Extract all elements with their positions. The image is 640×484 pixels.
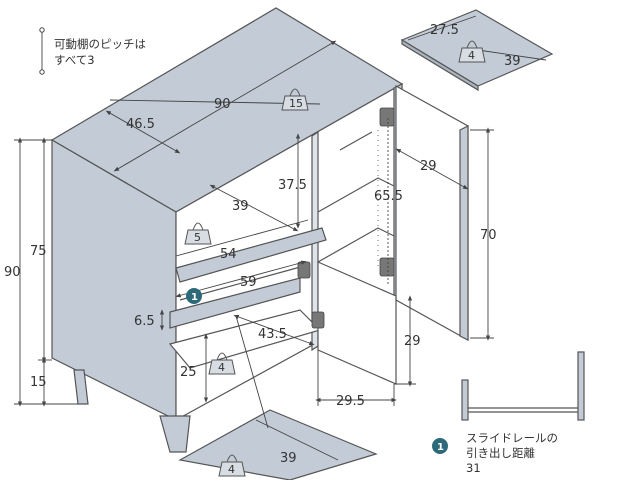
dim-line-bottom-panel <box>255 419 339 461</box>
badge-legend: 1 <box>432 438 448 454</box>
rail-left-post <box>461 379 469 421</box>
label-right-inner: 65.5 <box>374 189 403 204</box>
label-left-body: 75 <box>30 244 47 259</box>
weight-label-bottom: 4 <box>228 463 235 476</box>
label-bottom-panel: 39 <box>280 451 297 466</box>
shelf-board-edge <box>401 38 479 92</box>
hinge-lower-right <box>379 257 395 277</box>
right-shelf-2 <box>317 227 395 263</box>
badge-drawer-number: 1 <box>191 292 198 303</box>
label-left-total: 90 <box>4 265 21 280</box>
leg-left <box>73 369 89 405</box>
rail-note-line2: 引き出し距離 <box>466 446 535 460</box>
dim-line-drawer-inner <box>233 314 315 346</box>
bottom-panel-top <box>178 409 378 481</box>
dim-line-shelf-depth <box>477 49 547 61</box>
legs <box>73 369 191 453</box>
dim-line-drawer-54 <box>175 219 309 257</box>
label-drawer-59: 59 <box>240 275 257 290</box>
badge-legend-number: 1 <box>437 442 444 453</box>
rail-note-value: 31 <box>466 461 481 475</box>
right-shelf-bar <box>339 131 373 151</box>
label-top-depth: 46.5 <box>126 117 155 132</box>
rail-right-post <box>577 351 585 421</box>
weight-icon-bottom <box>218 454 246 477</box>
label-door-height: 70 <box>480 228 497 243</box>
hinge-drawer-left <box>297 261 311 279</box>
dim-line-upper-depth <box>209 184 299 232</box>
weight-icon-shelf <box>458 40 486 63</box>
dim-line-shelf-width <box>407 15 477 41</box>
weight-label-shelf: 4 <box>468 49 475 62</box>
rail-note: スライドレールの 引き出し距離 31 <box>466 431 558 475</box>
label-upper-depth: 39 <box>232 199 249 214</box>
slide-rail-icon <box>461 351 585 421</box>
weight-icon-lower <box>208 352 236 375</box>
weight-icon-top <box>281 88 309 111</box>
pitch-note-dot-bottom <box>39 69 45 75</box>
pitch-note-line2: すべて3 <box>54 53 95 67</box>
right-shelf-1 <box>317 177 395 213</box>
door-inner-face <box>395 84 469 342</box>
label-door-width: 29 <box>420 159 437 174</box>
badge-legend-circle <box>432 438 448 454</box>
hinges <box>297 107 395 329</box>
weight-icon-upper <box>184 222 212 245</box>
weight-icons <box>184 40 486 477</box>
hinge-lower-center <box>311 311 325 329</box>
badge-drawer-circle <box>186 288 202 304</box>
label-shelf-width: 27.5 <box>430 23 459 38</box>
weight-label-top: 15 <box>289 97 303 110</box>
label-drawer-front: 6.5 <box>134 314 155 329</box>
dim-line-top-width-diag <box>113 40 337 172</box>
label-upper-inner: 37.5 <box>278 178 307 193</box>
door-edge <box>459 125 469 341</box>
weight-labels: 15 5 4 4 4 <box>194 49 475 476</box>
dimension-lines <box>14 15 547 461</box>
weight-label-upper: 5 <box>194 231 201 244</box>
badge-drawer: 1 <box>186 288 202 304</box>
label-drawer-54: 54 <box>220 247 237 262</box>
label-lower-inner: 25 <box>180 365 197 380</box>
label-bottom-width: 29.5 <box>336 394 365 409</box>
dimension-labels: 46.5 90 90 75 15 37.5 39 54 59 6.5 43.5 … <box>4 23 521 466</box>
pitch-note-line1: 可動棚のピッチは <box>54 37 146 51</box>
pitch-note-dot-top <box>39 27 45 33</box>
pitch-note: 可動棚のピッチは すべて3 <box>54 37 146 67</box>
loose-bottom-panel <box>178 409 378 481</box>
hinge-upper-right <box>379 107 395 127</box>
label-leg-height: 15 <box>30 375 47 390</box>
dim-line-drawer-pull <box>235 315 269 429</box>
dim-line-door-width <box>395 148 469 190</box>
label-shelf-depth: 39 <box>504 54 521 69</box>
rail-note-line1: スライドレールの <box>466 431 558 445</box>
label-drawer-inner: 43.5 <box>258 327 287 342</box>
weight-label-lower: 4 <box>218 361 225 374</box>
label-lower-door: 29 <box>404 334 421 349</box>
label-top-width: 90 <box>214 97 231 112</box>
leg-front <box>159 415 191 453</box>
